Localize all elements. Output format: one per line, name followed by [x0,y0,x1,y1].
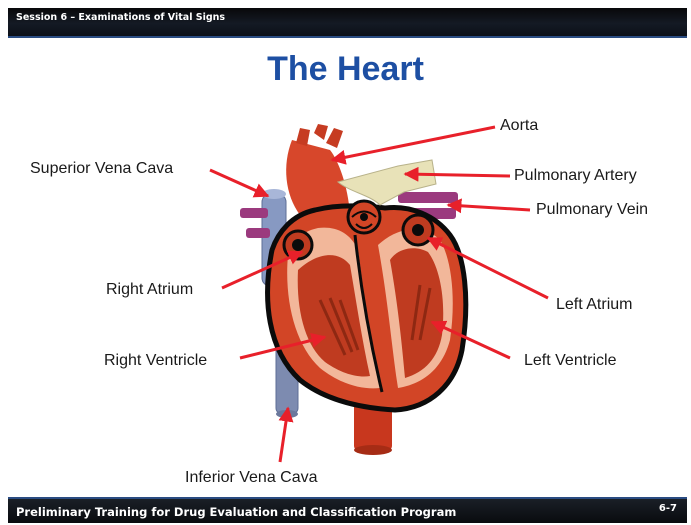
program-title: Preliminary Training for Drug Evaluation… [16,505,456,519]
label-left-ventricle: Left Ventricle [524,352,617,370]
label-superior-vena-cava: Superior Vena Cava [30,160,173,178]
label-aorta: Aorta [500,117,538,135]
label-pulmonary-vein: Pulmonary Vein [536,201,648,219]
footer-bar: Preliminary Training for Drug Evaluation… [8,497,687,523]
aorta-arrow [332,127,495,160]
label-inferior-vena-cava: Inferior Vena Cava [185,469,318,487]
pulmonary-vein-arrow [448,205,530,210]
aorta-vessel [286,124,350,215]
label-right-atrium: Right Atrium [106,281,193,299]
page-number: 6-7 [659,503,677,514]
superior-vena-cava-arrow [210,170,268,196]
label-left-atrium: Left Atrium [556,296,632,314]
label-pulmonary-artery: Pulmonary Artery [514,167,637,185]
heart-valves [348,201,380,233]
pulmonary-artery-arrow [405,174,510,176]
label-right-ventricle: Right Ventricle [104,352,207,370]
